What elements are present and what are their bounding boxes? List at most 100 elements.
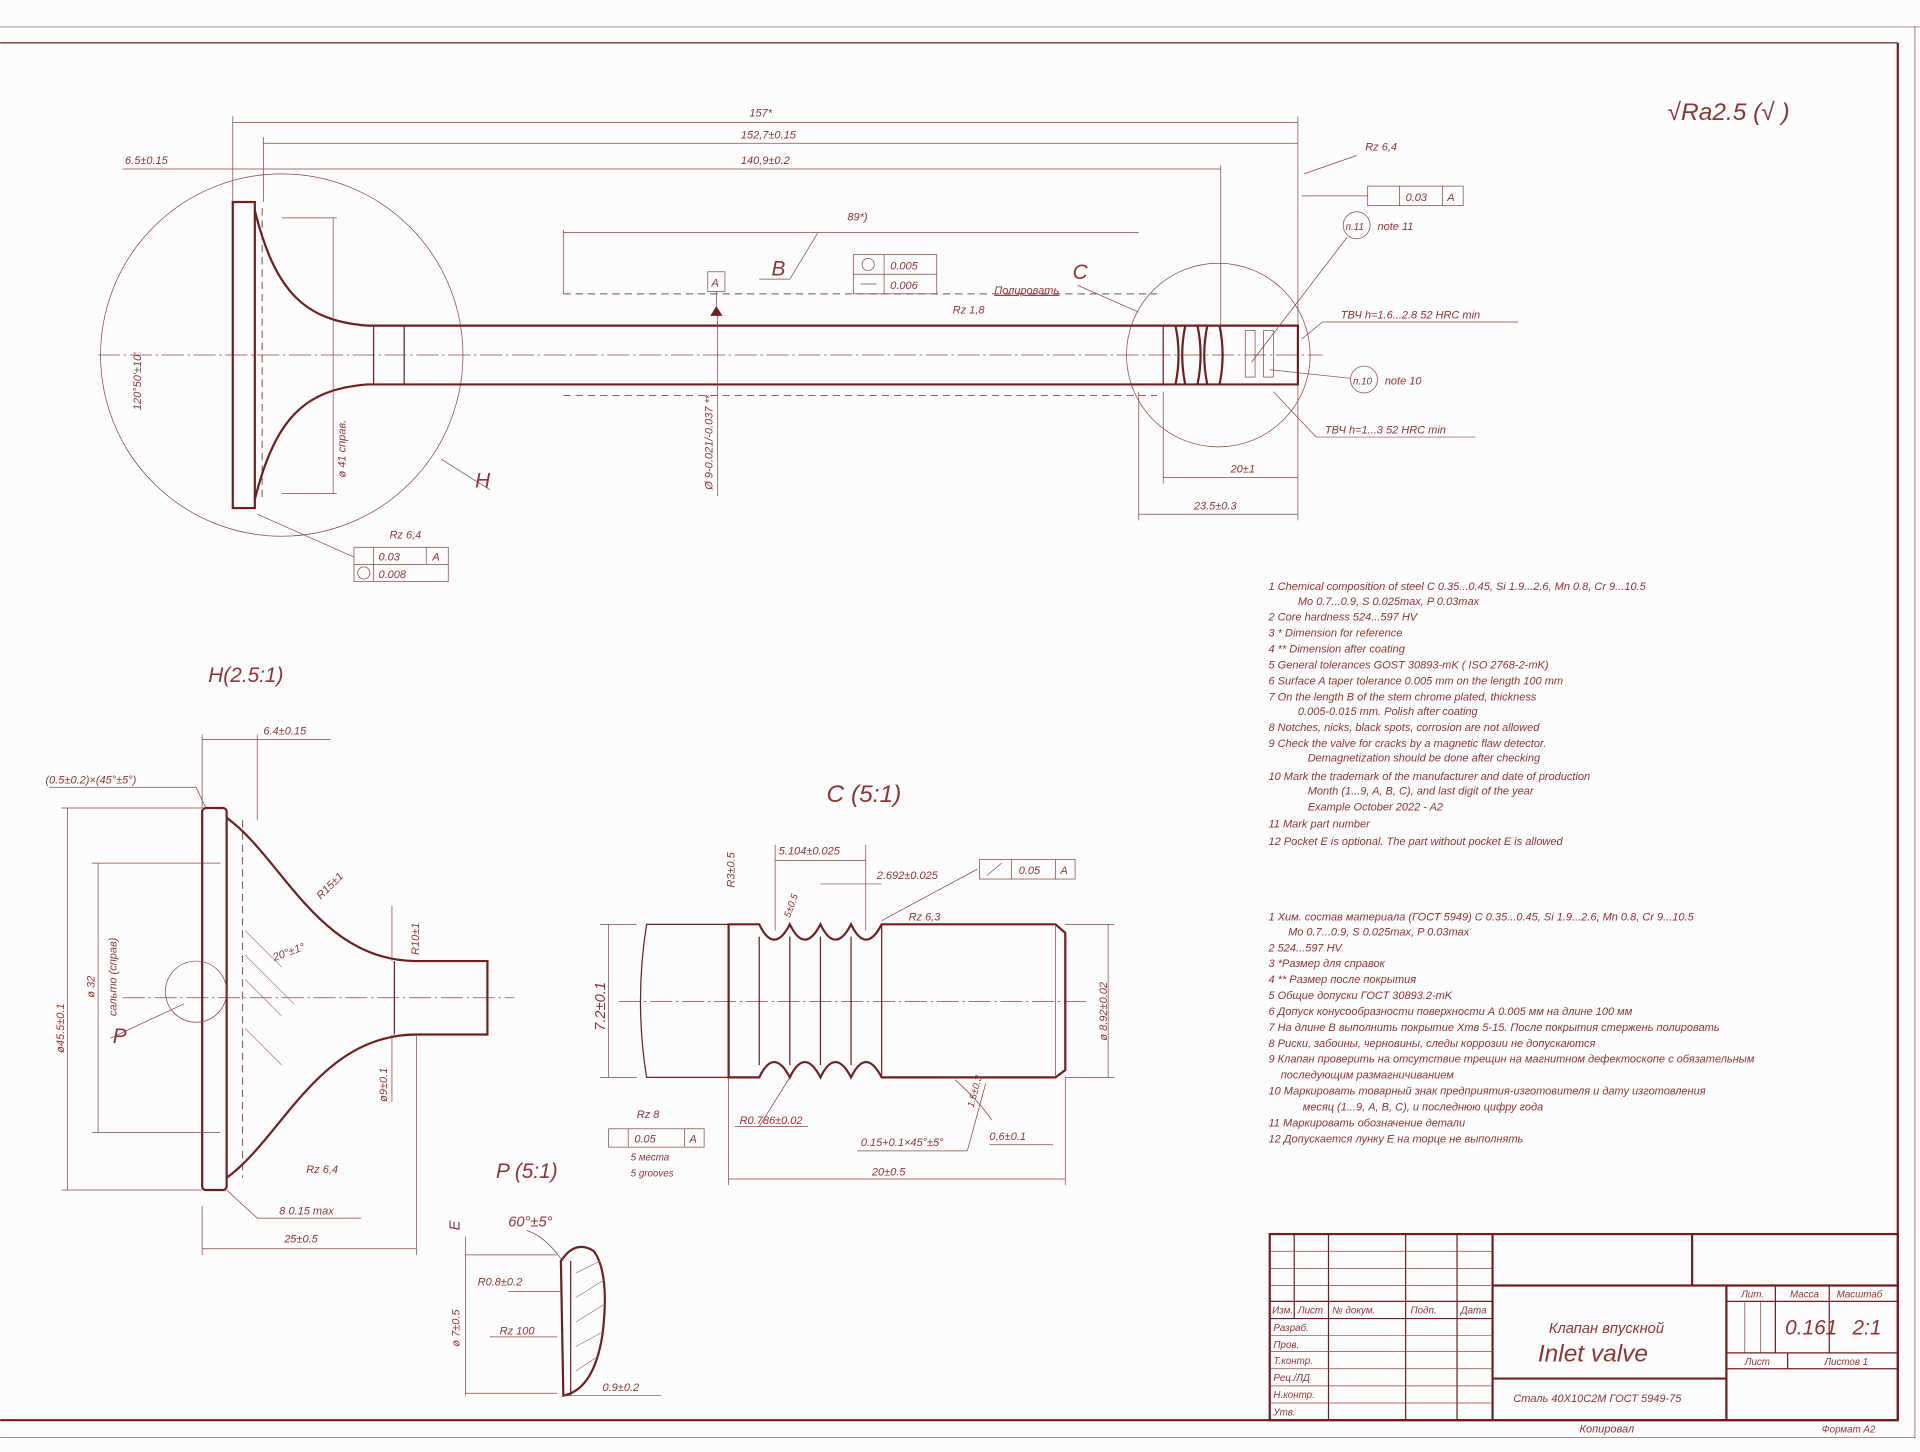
detail-c-roughness-bottom: Rz 8 <box>637 1109 661 1121</box>
tb-part-name-en: Inlet valve <box>1538 1340 1648 1367</box>
note-line: 0.005-0.015 mm. Polish after coating <box>1298 706 1479 718</box>
dim-140: 140,9±0.2 <box>741 155 790 167</box>
detail-h-dia-32: ø 32 <box>85 976 97 998</box>
note-line: 5 General tolerances GOST 30893-mK ( ISO… <box>1269 659 1549 671</box>
hardening-note-1: ТВЧ h=1.6...2.8 52 HRC min <box>1341 309 1480 321</box>
detail-p-angle: 60°±5° <box>508 1215 552 1231</box>
note-line: Mo 0.7...0.9, S 0.025max, P 0.03max <box>1288 926 1470 938</box>
note-line: 12 Допускается лунку Е на торце не выпол… <box>1269 1133 1524 1145</box>
main-view <box>98 116 1323 537</box>
tb-mass-label: Масса <box>1790 1290 1819 1301</box>
tb-scale: 2:1 <box>1852 1316 1882 1339</box>
note-line: 2 Core hardness 524...597 HV <box>1268 612 1419 624</box>
roughness-end: Rz 6,4 <box>1365 142 1397 154</box>
tb-role-checker: Пров. <box>1273 1340 1299 1351</box>
note-line: месяц (1...9, A, B, C), и последнюю цифр… <box>1303 1101 1543 1113</box>
detail-c-dim-7-2: 7.2±0.1 <box>593 982 609 1031</box>
note10-tag: п.10 <box>1353 376 1373 387</box>
detail-c-title: C (5:1) <box>827 781 902 808</box>
detail-h-roughness: Rz 6,4 <box>306 1164 338 1176</box>
detail-c-r3: R3±0.5 <box>726 851 738 887</box>
tb-role-tech-control: Т.контр. <box>1273 1356 1312 1367</box>
svg-text:0.008: 0.008 <box>378 569 406 581</box>
tb-lit-label: Лит. <box>1740 1290 1764 1301</box>
tb-scale-label: Масштаб <box>1837 1290 1883 1301</box>
detail-c-dim-2-692: 2.692±0.025 <box>876 870 939 882</box>
tb-col-sheet: Лист <box>1297 1306 1323 1317</box>
note-line: 8 Риски, забоины, черновины, следы корро… <box>1269 1038 1596 1050</box>
dim-overall-length: 157* <box>749 107 772 119</box>
detail-p-dim-0-9: 0.9±0.2 <box>603 1382 640 1394</box>
technical-notes-en: 1 Chemical composition of steel C 0.35..… <box>1268 581 1647 848</box>
dim-b-length: 89*) <box>847 211 868 223</box>
note-line: 6 Допуск конусообразности поверхности А … <box>1269 1006 1633 1018</box>
seat-fcf: Rz 6,4 0.03 A 0.008 <box>257 513 449 582</box>
detail-h-dim-25: 25±0.5 <box>283 1234 318 1246</box>
note-line: 11 Mark part number <box>1269 819 1372 831</box>
tb-sheet-label: Лист <box>1744 1357 1770 1368</box>
svg-text:A: A <box>688 1133 696 1145</box>
detail-p-dia-7: ø 7±0.5 <box>450 1309 462 1347</box>
detail-h-callout-circle <box>100 173 464 537</box>
dim-head-thickness: 6.5±0.15 <box>125 155 169 167</box>
detail-p-label-e: E <box>447 1220 463 1230</box>
hardening-note-2: ТВЧ h=1...3 52 HRC min <box>1325 424 1446 436</box>
label-c: C <box>1073 261 1089 284</box>
detail-c-dim-20: 20±0.5 <box>871 1166 906 1178</box>
detail-p-view <box>465 1230 662 1398</box>
note-line: 1 Chemical composition of steel C 0.35..… <box>1269 581 1647 593</box>
copied-label: Копировал <box>1579 1423 1634 1435</box>
note11-tag: п.11 <box>1346 222 1364 233</box>
note-line: 4 ** Размер после покрытия <box>1269 974 1417 986</box>
note-line: Demagnetization should be done after che… <box>1308 753 1541 765</box>
note-line: 3 * Dimension for reference <box>1269 628 1403 640</box>
note-line: 11 Маркировать обозначение детали <box>1269 1117 1466 1129</box>
seat-angle: 120°50'±10' <box>132 352 144 410</box>
note-line: 1 Хим. состав материала (ГОСТ 5949) C 0.… <box>1269 912 1695 924</box>
technical-notes-ru: 1 Хим. состав материала (ГОСТ 5949) C 0.… <box>1268 912 1755 1146</box>
note-line: последующим размагничиванием <box>1281 1070 1455 1082</box>
seat-diameter: ø 41 справ. <box>336 420 348 478</box>
detail-h-calib: сальто (справ) <box>107 937 119 1016</box>
svg-text:Rz 6,4: Rz 6,4 <box>389 530 421 542</box>
note-line: 10 Маркировать товарный знак предприятия… <box>1269 1086 1706 1098</box>
tb-sheets-label: Листов 1 <box>1823 1357 1868 1368</box>
note-line: 3 *Размер для справок <box>1269 958 1386 970</box>
title-block <box>1268 1232 1899 1422</box>
detail-c-dim-5: 5±0.5 <box>782 892 801 919</box>
note-line: Month (1...9, A, B, C), and last digit o… <box>1308 786 1535 798</box>
note-line: 8 Notches, nicks, black spots, corrosion… <box>1269 722 1541 734</box>
detail-h-angle-20: 20°±1° <box>270 941 307 964</box>
detail-c-dim-0-6: 0.6±0.1 <box>989 1131 1026 1143</box>
note-line: 7 На длине В выполнить покрытие Хтв 5-15… <box>1269 1022 1720 1034</box>
label-h: H <box>475 469 491 492</box>
svg-text:0.03: 0.03 <box>378 552 400 564</box>
note-line: 10 Mark the trademark of the manufacture… <box>1269 771 1591 783</box>
detail-c-dim-5-104: 5.104±0.025 <box>779 846 841 858</box>
general-roughness: √Ra2.5 (√ ) <box>1668 99 1790 126</box>
tb-material: Сталь 40Х10С2М ГОСТ 5949-75 <box>1513 1393 1682 1405</box>
label-b: B <box>771 257 785 280</box>
dim-152: 152,7±0.15 <box>741 129 797 141</box>
svg-text:A: A <box>431 552 439 564</box>
note-line: Mo 0.7...0.9, S 0.025max, P 0.03max <box>1298 596 1480 608</box>
svg-text:A: A <box>1446 192 1454 204</box>
tb-col-doc-no: № докум. <box>1332 1306 1375 1317</box>
tb-mass: 0.161 <box>1785 1316 1837 1339</box>
tb-role-developer: Разраб. <box>1273 1323 1308 1334</box>
note-line: 5 Общие допуски ГОСТ 30893.2-mK <box>1269 990 1453 1002</box>
note11-label: note 11 <box>1377 221 1413 233</box>
note-line: Example October 2022 - A2 <box>1308 801 1443 813</box>
detail-h-dia-9: ø9±0.1 <box>378 1068 390 1102</box>
detail-h-r10: R10±1 <box>410 923 422 955</box>
dim-20: 20±1 <box>1230 464 1255 476</box>
tb-role-norm-control: Н.контр. <box>1273 1390 1314 1401</box>
note-line: 9 Клапан проверить на отсутствие трещин … <box>1269 1054 1755 1066</box>
detail-h-dim-6-4: 6.4±0.15 <box>263 726 307 738</box>
detail-c-dim-1-5: 1.5±0.3 <box>966 1074 985 1109</box>
svg-text:0.005: 0.005 <box>890 260 918 272</box>
note10-label: note 10 <box>1385 375 1423 387</box>
note-line: 4 ** Dimension after coating <box>1269 644 1406 656</box>
detail-h-dia-45-5: ø45.5±0.1 <box>55 1003 67 1052</box>
